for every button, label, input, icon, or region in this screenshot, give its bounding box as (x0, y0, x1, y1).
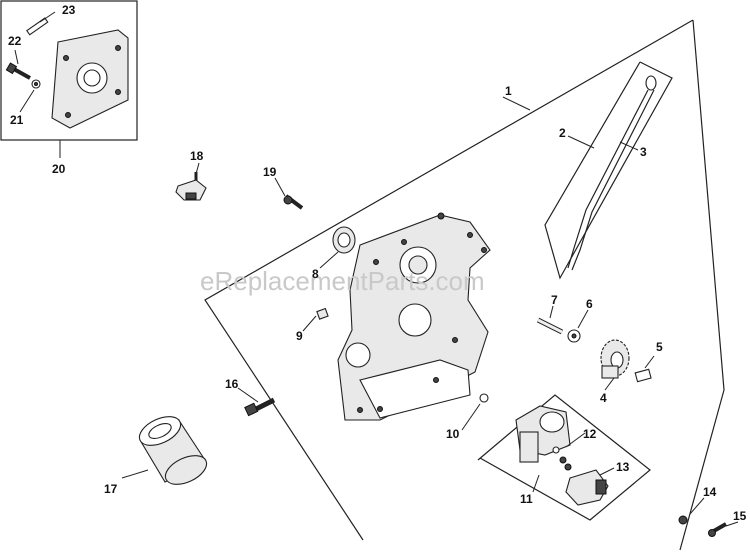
bolt-16 (244, 397, 276, 417)
oil-filter-17 (138, 416, 208, 485)
callout-15: 15 (733, 509, 747, 523)
callout-11: 11 (520, 492, 533, 506)
relief-valve-13 (565, 469, 609, 506)
callout-10: 10 (446, 427, 460, 441)
callout-8: 8 (312, 267, 319, 281)
washer-6 (567, 329, 581, 343)
spring-12 (552, 446, 572, 471)
callout-17: 17 (104, 482, 118, 496)
oil-sensor-18 (175, 172, 207, 201)
callout-12: 12 (583, 427, 597, 441)
screw-19 (283, 194, 304, 210)
callout-9: 9 (296, 329, 303, 343)
callout-1: 1 (505, 84, 512, 98)
callout-2: 2 (559, 126, 566, 140)
callout-16: 16 (225, 377, 239, 391)
callout-19: 19 (263, 165, 277, 179)
callout-18: 18 (190, 149, 204, 163)
crankcase-cover (337, 212, 491, 421)
pin-7 (536, 317, 564, 335)
callout-3: 3 (640, 145, 647, 159)
assembly-outline-right (679, 19, 725, 551)
bolt-15 (708, 522, 727, 537)
callout-labels: 1 2 3 4 5 6 7 8 9 10 11 12 13 14 15 16 1… (8, 3, 747, 523)
callout-7: 7 (551, 293, 558, 307)
oil-pump-11 (515, 405, 571, 463)
inset-box (0, 0, 138, 141)
oil-seal-8 (332, 226, 356, 254)
watermark-text: eReplacementParts.com (200, 266, 485, 296)
pin-23 (26, 17, 49, 36)
callout-14: 14 (703, 485, 717, 499)
breather-plate (51, 29, 129, 129)
washer-21 (31, 79, 41, 89)
callout-5: 5 (656, 340, 663, 354)
o-ring-10 (479, 393, 489, 403)
callout-20: 20 (52, 162, 66, 176)
callout-6: 6 (586, 297, 593, 311)
leader-lines (14, 11, 739, 527)
plug-9 (316, 307, 329, 320)
callout-4: 4 (600, 391, 607, 405)
assembly-outline-left (204, 19, 694, 541)
gear-4 (600, 339, 630, 379)
callout-23: 23 (62, 3, 76, 17)
callout-22: 22 (8, 34, 22, 48)
dipstick-bracket (544, 61, 673, 280)
pin-5 (634, 368, 652, 383)
callout-21: 21 (10, 113, 24, 127)
callout-13: 13 (616, 460, 630, 474)
nut-14 (678, 515, 688, 525)
dipstick-3 (567, 75, 657, 271)
screw-22 (5, 62, 31, 80)
